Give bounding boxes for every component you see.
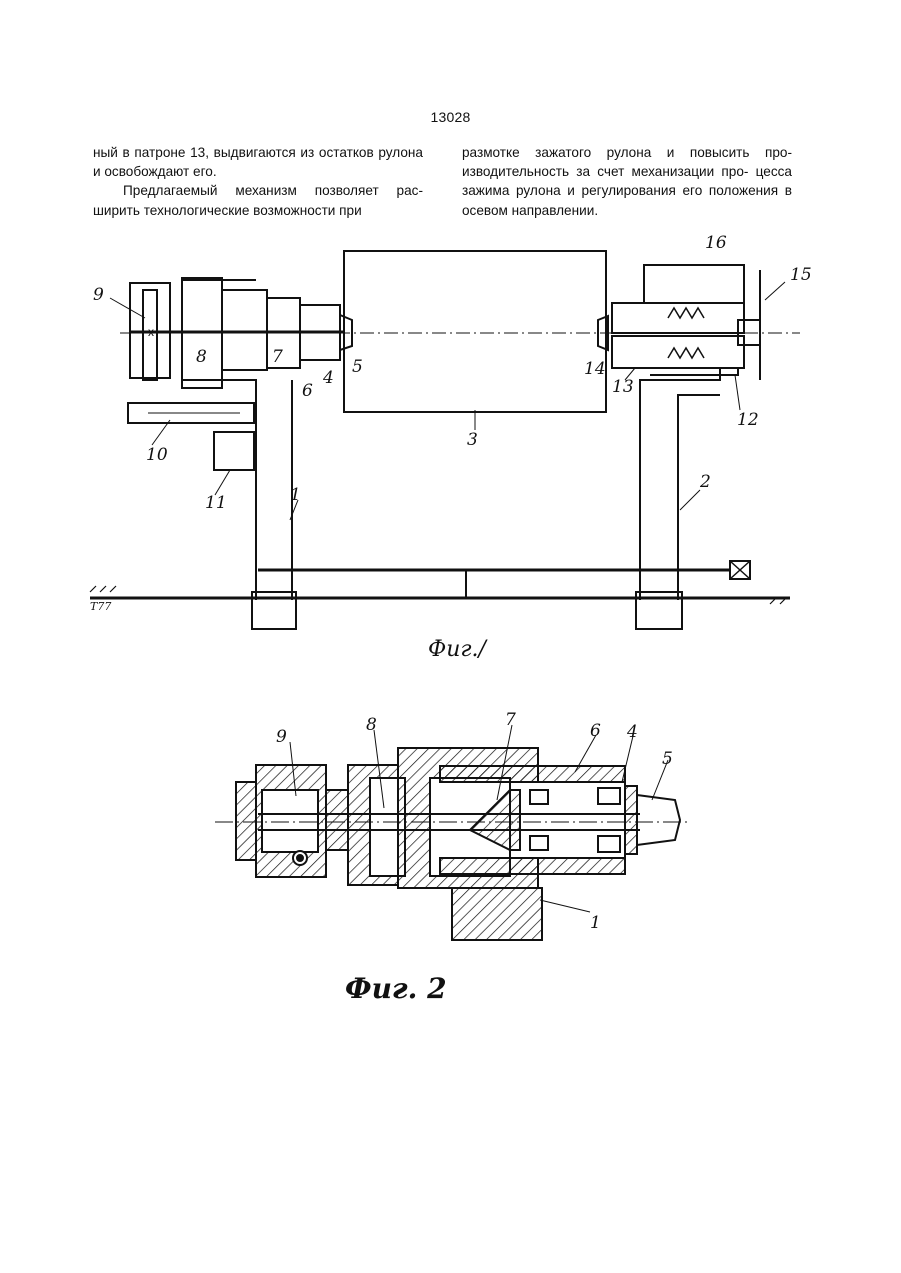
label-15: 15: [790, 265, 812, 285]
label-2: 2: [699, 472, 711, 492]
label-16: 16: [705, 235, 727, 253]
label-3: 3: [467, 430, 478, 450]
label-10: 10: [146, 445, 168, 465]
text-column-left: ный в патроне 13, выдвигаются из остатко…: [93, 143, 423, 220]
label-13: 13: [612, 377, 634, 397]
figure-1-caption: Фиг./: [428, 637, 489, 662]
label-5: 5: [352, 357, 363, 377]
label-7: 7: [505, 710, 516, 730]
label-1: 1: [590, 913, 601, 933]
label-1: 1: [290, 485, 301, 505]
label-6: 6: [590, 721, 601, 741]
floor-mark: T77: [90, 600, 111, 613]
text-column-right: размотке зажатого рулона и повысить про-…: [462, 143, 792, 220]
paragraph: ный в патроне 13, выдвигаются из остатко…: [93, 143, 423, 181]
label-5: 5: [662, 749, 673, 769]
label-11: 11: [205, 493, 227, 513]
figure-1-labels: 9 8 7 6 4 5 10 11 1 3 14 13 16 15 12 2 T…: [0, 235, 901, 665]
label-8: 8: [196, 347, 207, 367]
figure-2-labels: 9 8 7 6 4 5 1 Фиг. 2: [0, 700, 901, 1020]
label-4: 4: [626, 722, 638, 742]
label-12: 12: [737, 410, 759, 430]
label-14: 14: [584, 359, 606, 379]
label-6: 6: [302, 381, 313, 401]
page-number: 13028: [0, 109, 901, 125]
figure-2-caption: Фиг. 2: [345, 972, 447, 1005]
paragraph: Предлагаемый механизм позволяет рас- шир…: [93, 181, 423, 219]
label-9: 9: [276, 727, 287, 747]
paragraph: размотке зажатого рулона и повысить про-…: [462, 143, 792, 220]
label-4: 4: [322, 368, 334, 388]
label-7: 7: [272, 347, 283, 367]
label-8: 8: [366, 715, 377, 735]
label-9: 9: [93, 285, 104, 305]
